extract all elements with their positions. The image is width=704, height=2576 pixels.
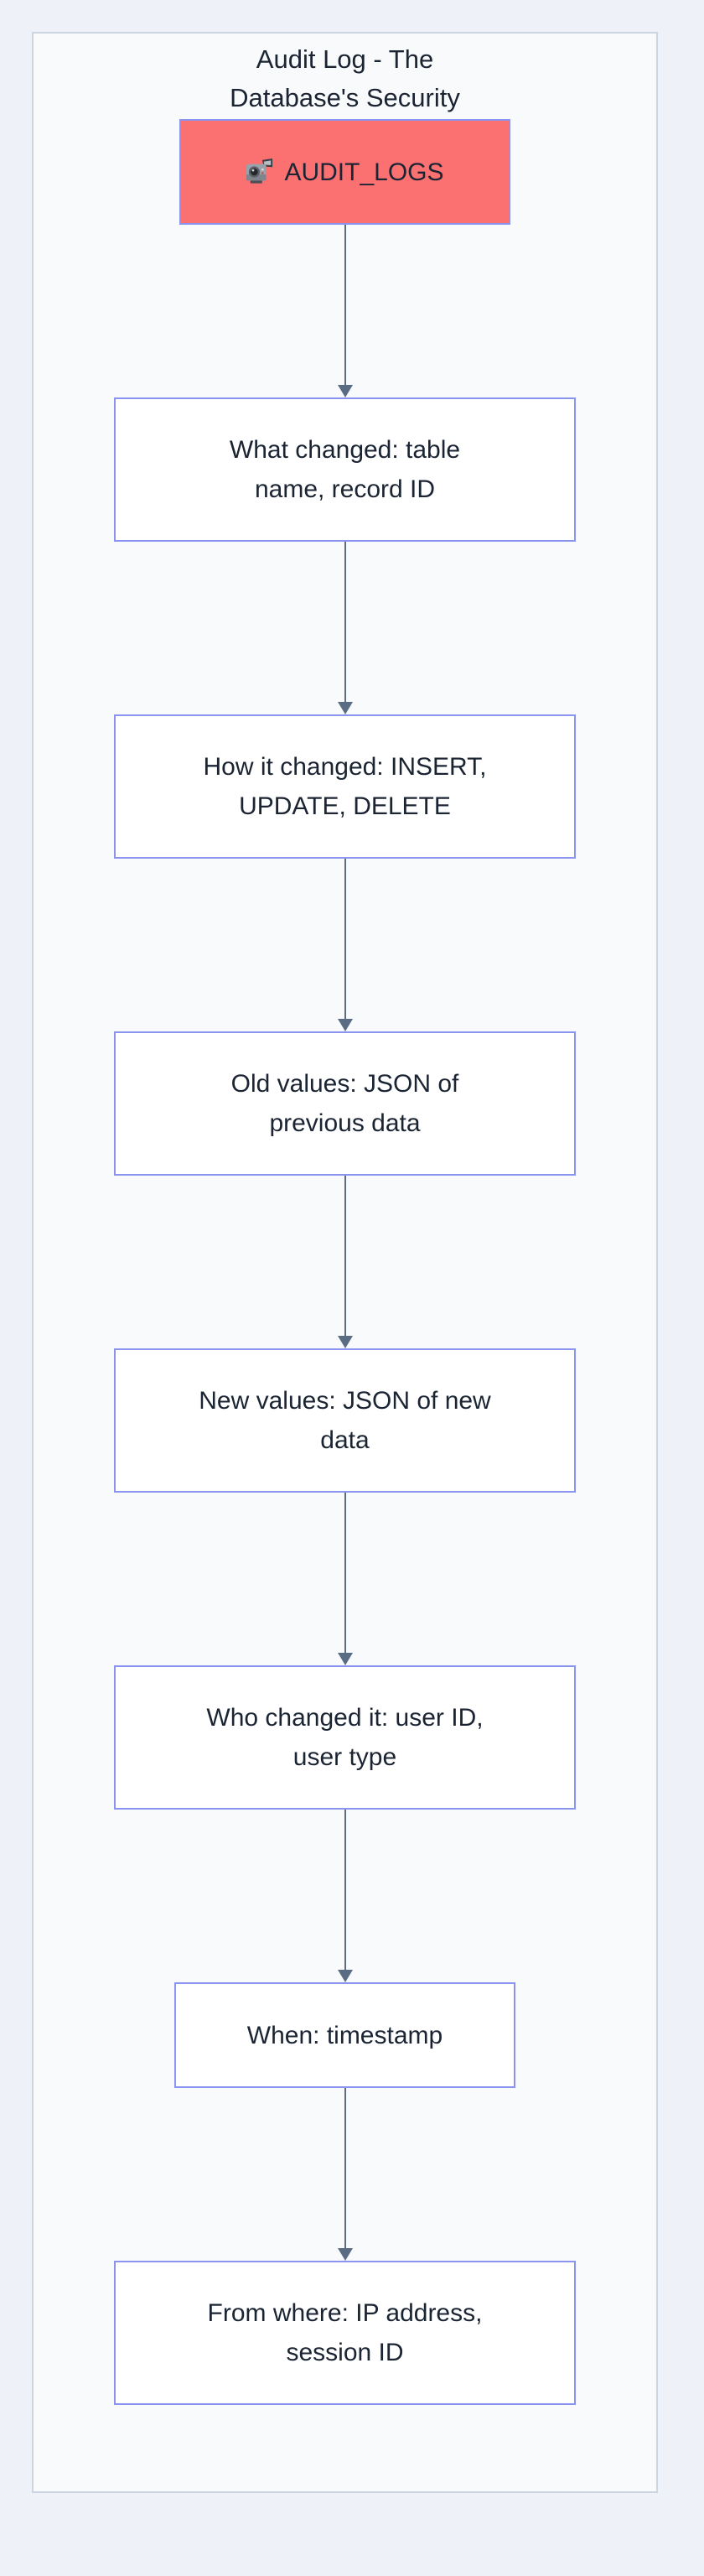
flow-arrow <box>337 225 353 397</box>
video-camera-icon <box>246 158 274 185</box>
flow-arrow <box>337 542 353 714</box>
node-label: Old values: JSON of previous data <box>230 1070 459 1137</box>
flow-arrow <box>337 2088 353 2261</box>
flow-arrow <box>337 1176 353 1348</box>
node-label: How it changed: INSERT, UPDATE, DELETE <box>203 753 487 820</box>
node-what-changed: What changed: table name, record ID <box>114 397 576 542</box>
node-label: What changed: table name, record ID <box>229 436 461 503</box>
node-old-values: Old values: JSON of previous data <box>114 1031 576 1176</box>
node-label: When: timestamp <box>246 2021 443 2049</box>
node-who-changed: Who changed it: user ID, user type <box>114 1665 576 1810</box>
node-label: Who changed it: user ID, user type <box>206 1704 484 1771</box>
node-from-where: From where: IP address, session ID <box>114 2261 576 2405</box>
node-when: When: timestamp <box>174 1982 515 2088</box>
node-new-values: New values: JSON of new data <box>114 1348 576 1493</box>
flow-arrow <box>337 1810 353 1982</box>
node-how-it-changed: How it changed: INSERT, UPDATE, DELETE <box>114 714 576 859</box>
node-label: AUDIT_LOGS <box>284 158 444 186</box>
diagram-title: Audit Log - The Database's Security <box>230 44 460 112</box>
node-label: From where: IP address, session ID <box>207 2299 483 2366</box>
node-label: New values: JSON of new data <box>199 1387 491 1454</box>
flow-arrow <box>337 1493 353 1665</box>
diagram-container: Audit Log - The Database's Security AUDI… <box>32 32 658 2493</box>
node-audit-logs: AUDIT_LOGS <box>179 119 510 225</box>
flow-arrow <box>337 859 353 1031</box>
